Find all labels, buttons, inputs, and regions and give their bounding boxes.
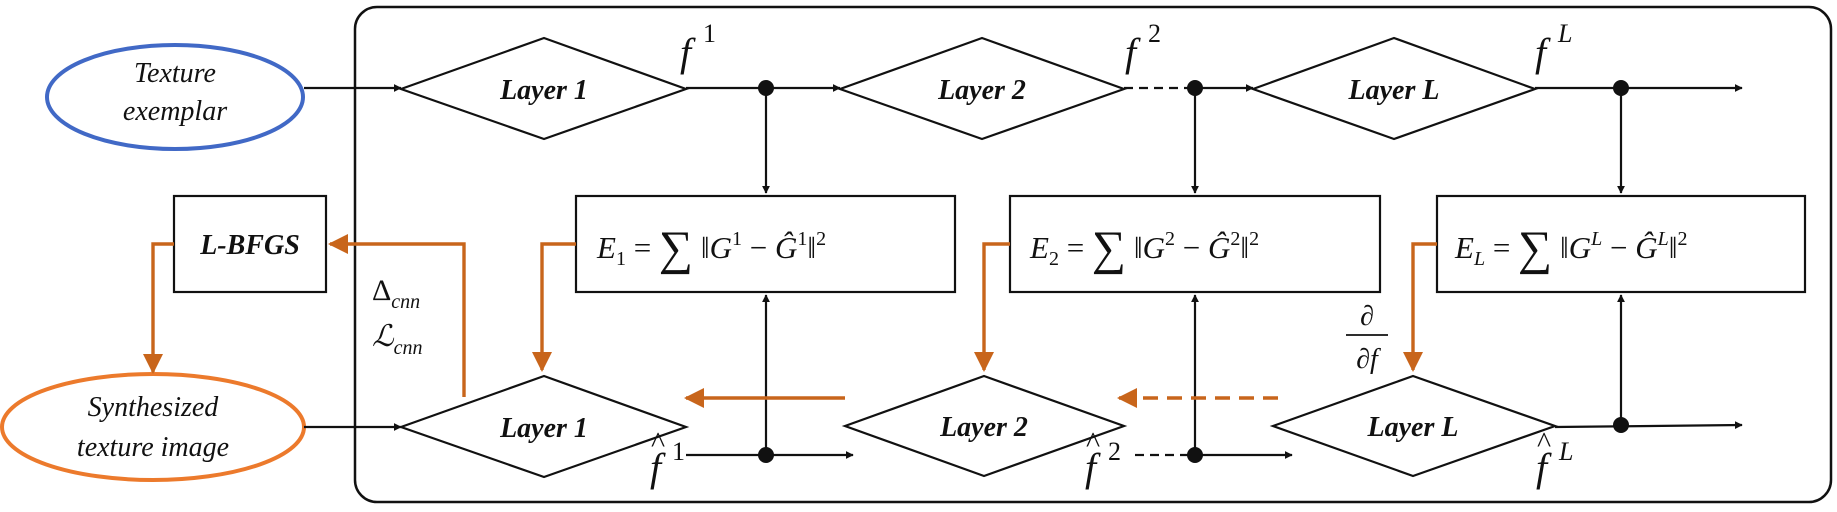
grad-E1-to-layer1: [532, 242, 576, 372]
svg-text:L: L: [1558, 437, 1573, 466]
svg-text:EL = ∑ ‖GL − ĜL‖2: EL = ∑ ‖GL − ĜL‖2: [1454, 222, 1687, 275]
bottom-layer-2-label: Layer 2: [939, 412, 1028, 443]
top-layer-1-label: Layer 1: [499, 75, 588, 106]
synthesized-texture-node: Synthesized texture image: [0, 372, 306, 482]
junction-bottom-1: [758, 447, 774, 463]
bottom-layer-L-label: Layer L: [1367, 412, 1459, 443]
junction-top-2: [1187, 80, 1203, 96]
lbfgs-label: L-BFGS: [199, 230, 300, 261]
lbfgs-update-to-synth: [143, 242, 174, 374]
top-layer-L: Layer L: [1249, 36, 1539, 141]
svg-text:^: ^: [1086, 426, 1100, 459]
svg-text:∂f: ∂f: [1356, 344, 1381, 375]
texture-exemplar-line2: exemplar: [123, 96, 227, 127]
svg-text:2: 2: [1148, 19, 1161, 48]
svg-text:1: 1: [703, 19, 716, 48]
bottom-layer-2: Layer 2: [841, 374, 1128, 478]
top-layer-2: Layer 2: [836, 36, 1128, 141]
junction-bottom-2: [1187, 447, 1203, 463]
svg-text:∂: ∂: [1360, 301, 1374, 332]
top-layer-2-label: Layer 2: [937, 75, 1026, 106]
top-layer-L-label: Layer L: [1348, 75, 1440, 106]
synthesized-line2: texture image: [77, 432, 229, 463]
svg-text:ℒcnn: ℒcnn: [372, 320, 423, 359]
energy-box-L: EL = ∑ ‖GL − ĜL‖2: [1435, 194, 1807, 294]
texture-exemplar-line1: Texture: [134, 58, 216, 89]
texture-exemplar-node: Texture exemplar: [45, 43, 305, 151]
feature-fLhat-label: f ^ L: [1536, 426, 1573, 490]
synthesized-line1: Synthesized: [88, 392, 220, 423]
bottom-layer-L: Layer L: [1269, 374, 1559, 478]
svg-text:L: L: [1557, 19, 1572, 48]
bottom-layer-1: Layer 1: [397, 374, 690, 479]
svg-text:^: ^: [651, 426, 665, 459]
svg-text:E2 = ∑ ‖G2 − Ĝ2‖2: E2 = ∑ ‖G2 − Ĝ2‖2: [1029, 222, 1259, 275]
svg-text:1: 1: [672, 437, 685, 466]
loss-to-lbfgs: [328, 234, 466, 397]
top-layer-1: Layer 1: [397, 36, 690, 141]
svg-text:Δcnn: Δcnn: [372, 274, 420, 313]
energy-box-2: E2 = ∑ ‖G2 − Ĝ2‖2: [1008, 194, 1382, 294]
lbfgs-box: L-BFGS: [172, 194, 328, 294]
arrow-layerL-bottom-out: [1554, 421, 1743, 430]
svg-text:^: ^: [1537, 426, 1551, 459]
junction-top-L: [1613, 80, 1629, 96]
bottom-layer-1-label: Layer 1: [499, 413, 588, 444]
svg-text:E1 = ∑ ‖G1 − Ĝ1‖2: E1 = ∑ ‖G1 − Ĝ1‖2: [596, 222, 826, 275]
junction-top-1: [758, 80, 774, 96]
gradient-label: ∂ ∂f: [1346, 301, 1388, 375]
loss-labels: Δcnn ℒcnn: [372, 274, 423, 359]
svg-text:2: 2: [1108, 437, 1121, 466]
energy-box-1: E1 = ∑ ‖G1 − Ĝ1‖2: [574, 194, 957, 294]
grad-E2-to-layer2: [974, 242, 1010, 372]
grad-EL-to-layerL: [1403, 242, 1437, 372]
junction-bottom-L: [1613, 417, 1629, 433]
